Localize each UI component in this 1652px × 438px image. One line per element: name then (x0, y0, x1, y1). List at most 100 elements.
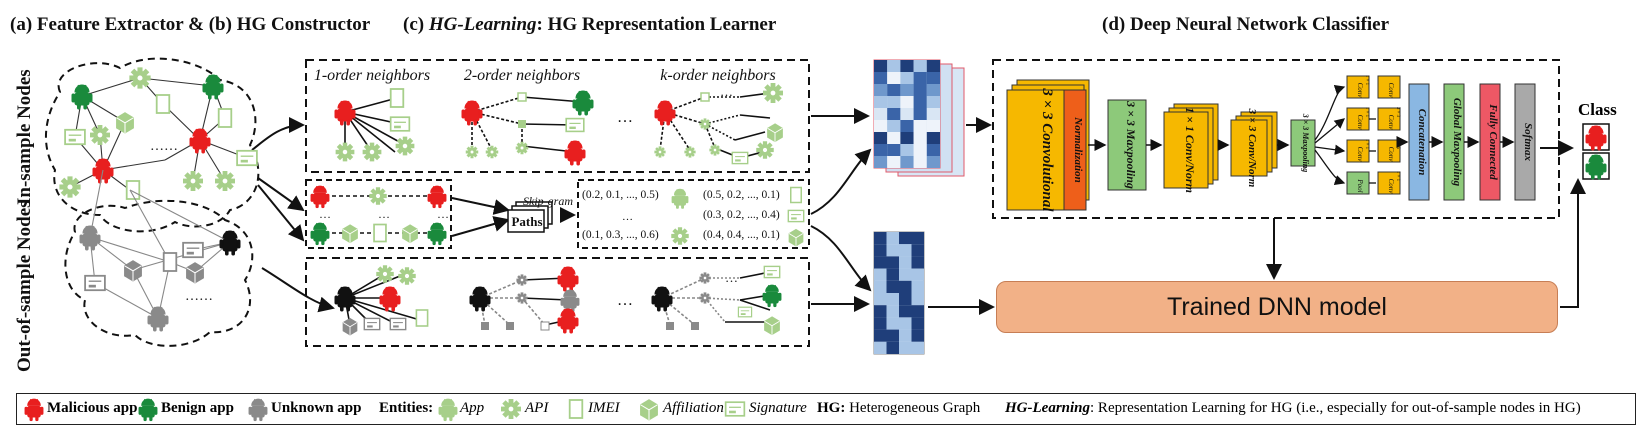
ellipsis: … (319, 207, 331, 221)
legend-hg: HG: Heterogeneous Graph (817, 400, 981, 416)
ellipsis: … (437, 207, 449, 221)
unknown-app-icon (334, 286, 356, 312)
malicious-app-icon (557, 266, 579, 292)
heatmap-cell (887, 156, 901, 168)
heatmap-cell (913, 96, 927, 108)
heatmap-cell (874, 232, 887, 245)
heatmap-cell (900, 144, 914, 156)
api-icon (763, 83, 783, 103)
heatmap-cell (913, 84, 927, 96)
heatmap-cell (874, 256, 887, 269)
heatmap-cell (926, 132, 940, 144)
graph-layer (59, 67, 1607, 336)
imei-icon (217, 108, 233, 128)
paths-label: Paths (511, 214, 542, 229)
legend-api-icon (500, 398, 521, 420)
ellipsis: … (378, 207, 390, 221)
heatmap-cell (926, 156, 940, 168)
heatmap-cell (899, 232, 912, 245)
unknown-app-icon (219, 230, 241, 256)
heatmap-cell (874, 60, 888, 72)
heatmap-cell (887, 132, 901, 144)
legend-unknown-icon (248, 398, 268, 422)
out-sample-cloud (64, 199, 254, 347)
heatmap-cell (913, 144, 927, 156)
heatmap-cell (886, 317, 899, 330)
heatmap-cell (886, 329, 899, 342)
header-dnn-classifier: (d) Deep Neural Network Classifier (1102, 14, 1390, 35)
inception-label: Conv (1387, 83, 1395, 99)
concat-label: Concatenation (1416, 109, 1428, 176)
vector-text: (0.4, 0.4, ..., 0.1) (703, 229, 780, 241)
dnn-panel (992, 59, 1560, 219)
legend-api: API (525, 400, 549, 416)
heatmap-cell (886, 268, 899, 281)
heatmap-cell (874, 305, 887, 318)
in-sample-cloud (44, 57, 260, 233)
vector-text: (0.3, 0.2, ..., 0.4) (703, 209, 780, 221)
heatmap-cell (886, 244, 899, 257)
api-icon (671, 227, 689, 245)
heatmap-cell (899, 329, 912, 342)
vector-text: (0.1, 0.3, ..., 0.6) (582, 229, 659, 241)
inception-label: Conv (1356, 83, 1364, 99)
imei-icon (790, 186, 802, 204)
signature-icon (236, 149, 258, 167)
paths-stack (507, 201, 553, 233)
benign-app-icon (762, 284, 782, 308)
legend-signature: Signature (749, 400, 807, 416)
conv11-label: 1 × 1 Conv/Norm (1183, 107, 1197, 193)
heatmap-cell (887, 96, 901, 108)
legend: Malicious app Benign app Unknown app Ent… (16, 393, 1636, 425)
heatmap-cell (874, 317, 887, 330)
heatmap-cell (913, 60, 927, 72)
trained-dnn-model: Trained DNN model (996, 281, 1558, 333)
api-icon (398, 267, 416, 285)
api-icon (516, 274, 528, 286)
imei-icon (155, 94, 171, 114)
heatmap-cell (900, 120, 914, 132)
affiliation-icon (342, 317, 358, 336)
conv-label: 3 × 3 Convolutional (1039, 87, 1055, 212)
heatmap-cell (911, 329, 924, 342)
unknown-app-icon (79, 225, 101, 251)
heatmap-cell (874, 244, 887, 257)
inception-kernel: 3 × 3 (1395, 107, 1400, 118)
heatmap-cell (899, 341, 912, 354)
vectors-panel (577, 179, 810, 249)
heatmap-cell (911, 305, 924, 318)
heatmap-cell (900, 108, 914, 120)
legend-signature-icon (724, 401, 746, 417)
heatmap-cell (926, 108, 940, 120)
heatmap-cell (886, 280, 899, 293)
header-hg-learner: (c) HG-Learning: HG Representation Learn… (403, 14, 776, 36)
heatmap-cell (887, 144, 901, 156)
legend-app: App (460, 400, 485, 416)
malicious-app-icon (427, 185, 447, 209)
signature-icon (389, 116, 411, 132)
affiliation-icon (402, 224, 418, 244)
api-icon (515, 141, 529, 155)
api-icon (182, 170, 204, 192)
api-icon (699, 292, 711, 304)
signature-icon (363, 317, 381, 331)
heatmap-cell (886, 341, 899, 354)
heatmap-cell (886, 256, 899, 269)
heatmap-cell (911, 293, 924, 306)
signature-icon (64, 128, 86, 146)
dnn-blocks (1006, 75, 1536, 211)
affiliation-icon (788, 228, 804, 247)
affiliation-icon (691, 322, 699, 330)
heatmap-cell (899, 268, 912, 281)
second-order-label: 2-order neighbors (464, 67, 580, 84)
header-c-prefix: (c) (403, 14, 429, 35)
api-icon (699, 118, 711, 130)
legend-malicious: Malicious app (47, 400, 138, 416)
header-feature-extractor: (a) Feature Extractor & (b) HG Construct… (10, 14, 371, 35)
ellipsis: … (617, 109, 633, 126)
api-icon (654, 146, 666, 158)
affiliation-icon (767, 123, 783, 143)
heatmap-cell (874, 341, 887, 354)
